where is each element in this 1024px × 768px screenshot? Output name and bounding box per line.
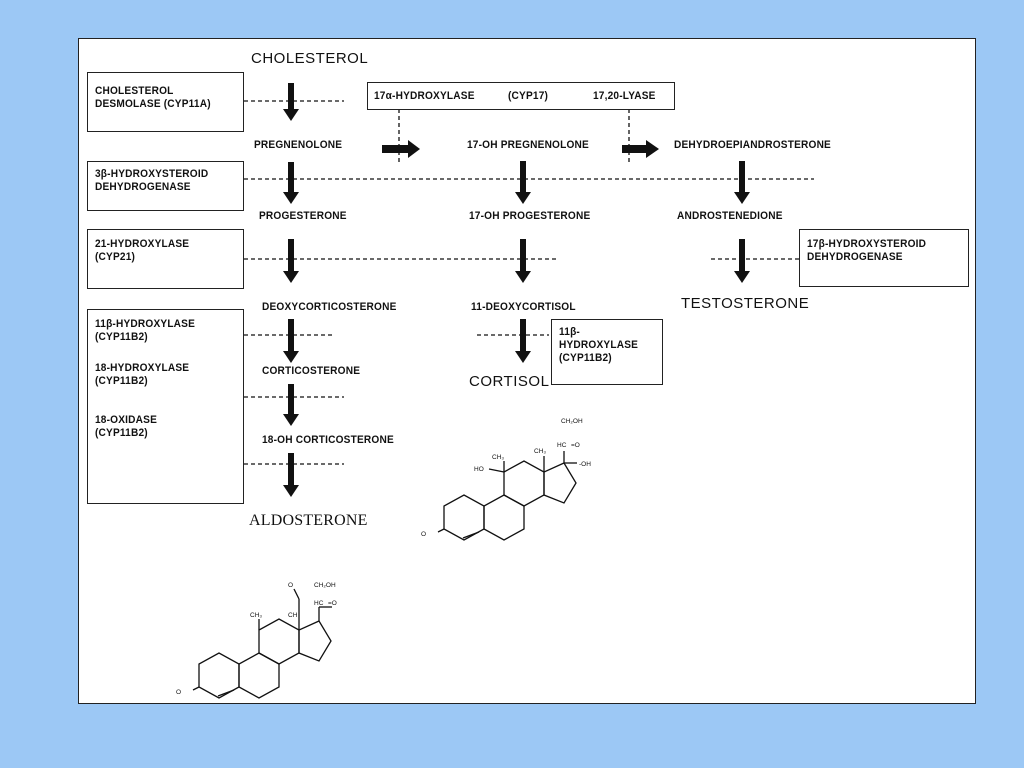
cortisol-o-label: O — [421, 531, 426, 538]
aldo-ch3-label: CH₃ — [250, 612, 262, 619]
enzyme-name-cont: DEHYDROGENASE — [807, 251, 903, 263]
aldo-hc-label: HC — [314, 600, 324, 607]
cortisol-ho-label: HO — [474, 466, 484, 473]
testosterone-label: TESTOSTERONE — [681, 295, 810, 312]
enzyme-name: 18-HYDROXYLASE — [95, 362, 190, 374]
enzyme-name: 17β-HYDROXYSTEROID — [807, 238, 927, 250]
cortisol-ch2oh-label: CH₂OH — [561, 418, 583, 425]
pathway-arrows — [244, 83, 814, 497]
enzyme-box-cyp17: 17α-HYDROXYLASE (CYP17) 17,20-LYASE — [367, 82, 675, 110]
enzyme-name: 3β-HYDROXYSTEROID — [95, 168, 209, 180]
aldosterone-structure: O O CH CH₃ HC =O CH₂OH — [176, 582, 337, 699]
enzyme-box-desmolase: CHOLESTEROL DESMOLASE (CYP11A) — [87, 72, 244, 132]
enzyme-name: CHOLESTEROL — [95, 85, 174, 97]
enzyme-box-cyp11b2: 11β-HYDROXYLASE (CYP11B2) 18-HYDROXYLASE… — [87, 309, 244, 504]
vertical-arrows — [283, 83, 750, 497]
cholesterol-label: CHOLESTEROL — [251, 50, 369, 67]
cortisol-hc-label: HC — [557, 442, 567, 449]
oh17-pregnenolone-label: 17-OH PREGNENOLONE — [467, 139, 589, 151]
oh18-corticosterone-label: 18-OH CORTICOSTERONE — [262, 434, 394, 446]
corticosterone-label: CORTICOSTERONE — [262, 365, 361, 377]
enzyme-name: 11β- — [559, 326, 580, 338]
deoxycorticosterone-label: DEOXYCORTICOSTERONE — [262, 301, 397, 313]
cortisol-oh-label: -OH — [579, 461, 591, 468]
enzyme-name: 21-HYDROXYLASE — [95, 238, 190, 250]
aldosterone-label: ALDOSTERONE — [249, 512, 368, 529]
enzyme-gene: DESMOLASE (CYP11A) — [95, 98, 211, 110]
aldo-ald-o-label: O — [288, 582, 293, 589]
aldo-ch2oh-label: CH₂OH — [314, 582, 336, 589]
enzyme-box-21-hydroxylase: 21-HYDROXYLASE (CYP21) — [87, 229, 244, 289]
enzyme-box-17b-hsd: 17β-HYDROXYSTEROID DEHYDROGENASE — [799, 229, 969, 287]
oh17-progesterone-label: 17-OH PROGESTERONE — [469, 210, 591, 222]
enzyme-gene: (CYP17) — [508, 90, 549, 102]
enzyme-name: 11β-HYDROXYLASE — [95, 318, 196, 330]
androstenedione-label: ANDROSTENEDIONE — [677, 210, 783, 222]
diagram-panel: CHOLESTEROL PREGNENOLONE 17-OH PREGNENOL… — [78, 38, 976, 704]
aldo-ch-label: CH — [288, 612, 298, 619]
cortisol-ch3b-label: CH₃ — [534, 448, 546, 455]
dhea-label: DEHYDROEPIANDROSTERONE — [674, 139, 832, 151]
enzyme-box-3b-hsd: 3β-HYDROXYSTEROID DEHYDROGENASE — [87, 161, 244, 211]
deoxycortisol-label: 11-DEOXYCORTISOL — [471, 301, 576, 313]
progesterone-label: PROGESTERONE — [259, 210, 347, 222]
cortisol-structure: O HO CH₃ CH₃ HC =O CH₂OH -OH — [421, 418, 591, 541]
pregnenolone-label: PREGNENOLONE — [254, 139, 343, 151]
enzyme-name: 18-OXIDASE — [95, 414, 158, 426]
enzyme-dashed-lines — [244, 100, 814, 465]
enzyme-name-cont: HYDROXYLASE — [559, 339, 639, 351]
enzyme-gene: (CYP11B2) — [559, 352, 612, 364]
cortisol-label: CORTISOL — [469, 373, 550, 390]
cortisol-eq-label: =O — [571, 442, 580, 449]
enzyme-box-11b-hydroxylase: 11β- HYDROXYLASE (CYP11B2) — [551, 319, 663, 385]
enzyme-gene: (CYP21) — [95, 251, 136, 263]
aldo-eq-label: =O — [328, 600, 337, 607]
enzyme-name-cont: DEHYDROGENASE — [95, 181, 191, 193]
enzyme-gene: (CYP11B2) — [95, 331, 148, 343]
aldo-o-label: O — [176, 689, 181, 696]
enzyme-name-lyase: 17,20-LYASE — [593, 90, 656, 102]
enzyme-gene: (CYP11B2) — [95, 427, 148, 439]
cortisol-ch3a-label: CH₃ — [492, 454, 504, 461]
enzyme-gene: (CYP11B2) — [95, 375, 148, 387]
enzyme-name-17a: 17α-HYDROXYLASE — [374, 90, 475, 102]
